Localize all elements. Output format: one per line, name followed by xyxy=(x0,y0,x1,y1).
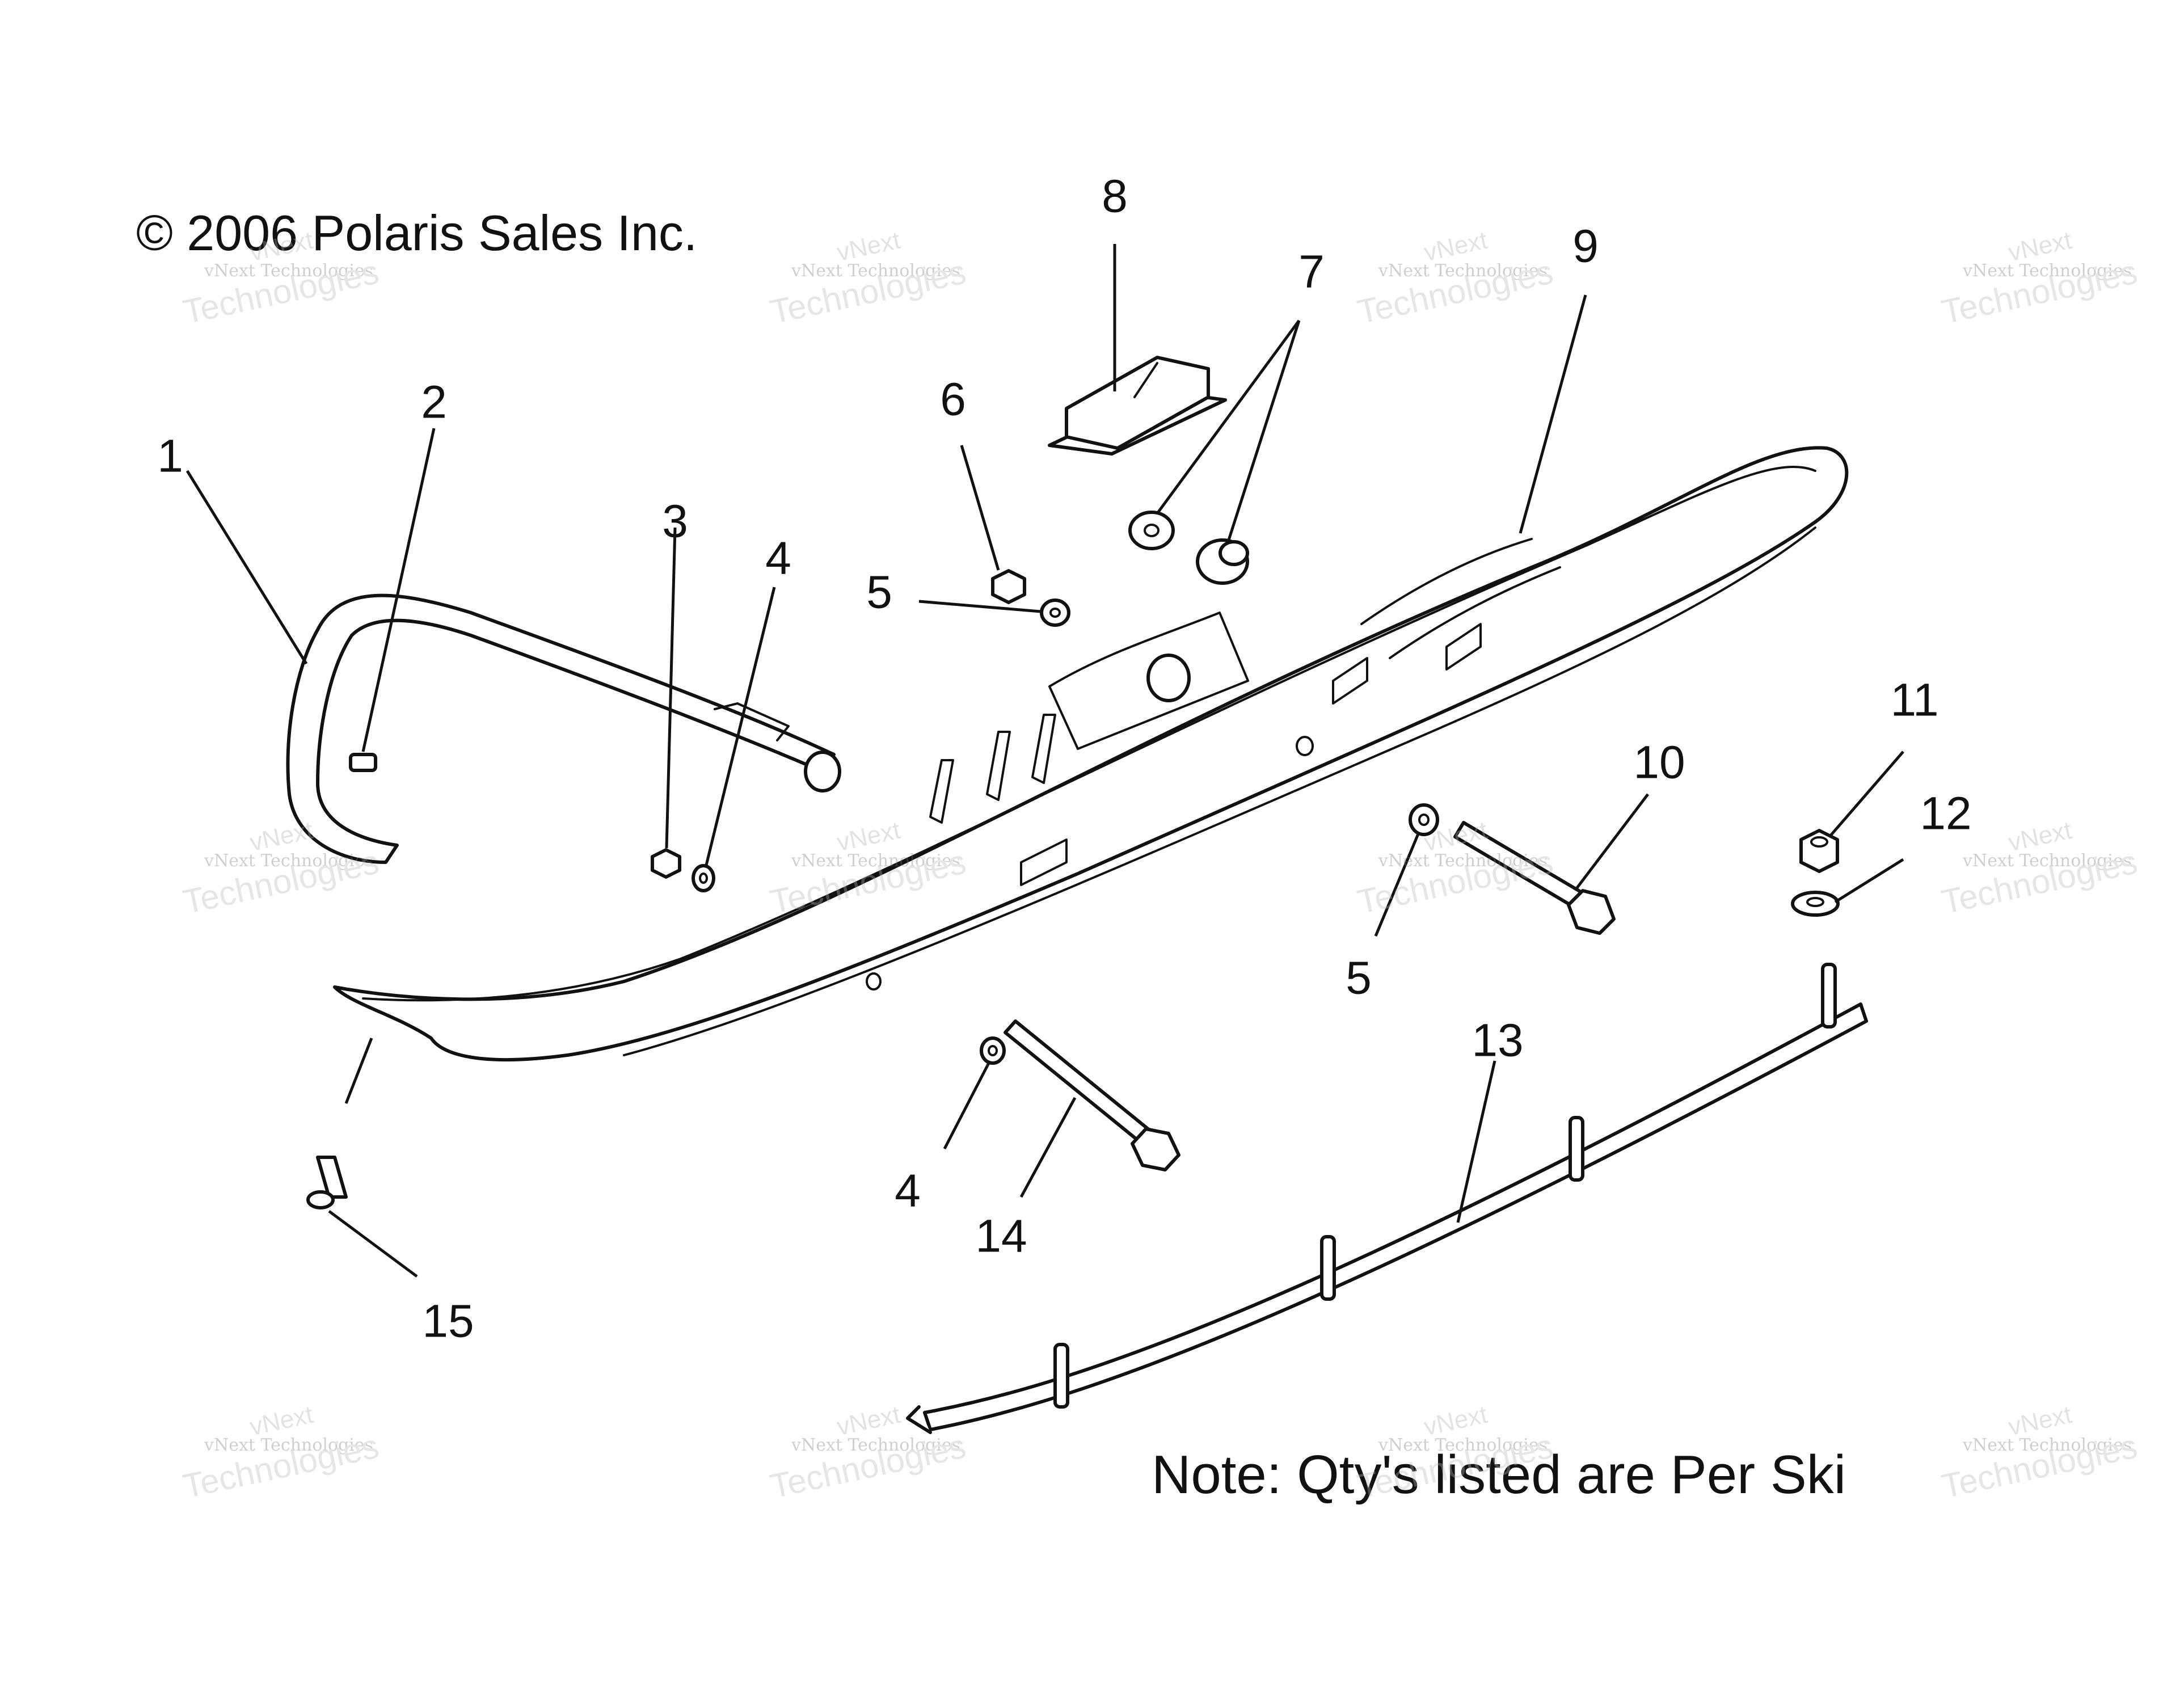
callout-4-lower: 4 xyxy=(895,1165,921,1217)
callout-12: 12 xyxy=(1920,788,1971,840)
leader-15-upper xyxy=(344,1038,373,1104)
callout-14: 14 xyxy=(975,1211,1027,1262)
bolt-14-part xyxy=(1004,1019,1180,1171)
washer-5-lower-part xyxy=(1409,803,1439,836)
callout-9: 9 xyxy=(1572,221,1599,272)
leader-4b xyxy=(943,1060,992,1150)
callout-4-upper: 4 xyxy=(765,533,791,584)
washer-4-upper-part xyxy=(692,864,715,892)
nut-6-part xyxy=(991,569,1026,604)
bushing-7a-part xyxy=(1128,511,1175,550)
quantity-note: Note: Qty's listed are Per Ski xyxy=(1152,1444,1846,1505)
washer-4-lower-part xyxy=(980,1036,1006,1065)
washer-12-part xyxy=(1791,891,1840,917)
callout-5-upper: 5 xyxy=(866,567,892,618)
leader-4a xyxy=(705,587,776,866)
ski-handle-part xyxy=(286,593,841,864)
fastener-2-part xyxy=(349,753,377,772)
wear-pad-8-part xyxy=(1048,356,1227,456)
callout-1: 1 xyxy=(157,431,183,482)
callout-5-lower: 5 xyxy=(1346,952,1372,1004)
leader-5b xyxy=(1374,833,1420,937)
leader-12 xyxy=(1834,858,1904,904)
callout-10: 10 xyxy=(1633,737,1685,789)
callout-13: 13 xyxy=(1472,1015,1523,1067)
leader-5a xyxy=(918,600,1042,613)
copyright-text: © 2006 Polaris Sales Inc. xyxy=(136,205,698,261)
leader-7b xyxy=(1226,320,1301,542)
callout-6: 6 xyxy=(940,374,966,425)
leader-2 xyxy=(361,428,436,752)
leader-1 xyxy=(185,470,308,665)
bushing-7b-part xyxy=(1196,538,1249,585)
callout-11: 11 xyxy=(1890,675,1938,726)
leader-10 xyxy=(1576,793,1649,889)
callout-2: 2 xyxy=(421,377,447,428)
pin-15-part xyxy=(306,1156,348,1209)
washer-5-upper-part xyxy=(1040,598,1070,627)
ski-body-part xyxy=(333,446,1849,1062)
leader-14 xyxy=(1019,1097,1077,1198)
callout-3: 3 xyxy=(662,496,688,547)
callout-15: 15 xyxy=(422,1296,474,1347)
nut-3-part xyxy=(651,848,681,879)
runner-13-part xyxy=(906,963,1868,1434)
nut-11-part xyxy=(1799,829,1839,873)
bolt-10-part xyxy=(1453,821,1616,935)
leader-9 xyxy=(1519,294,1587,534)
leader-7a xyxy=(1156,319,1301,515)
leader-3 xyxy=(665,527,677,849)
leader-15 xyxy=(328,1209,418,1278)
leader-6 xyxy=(960,445,1000,571)
callout-8: 8 xyxy=(1102,171,1128,222)
leader-13 xyxy=(1456,1060,1496,1223)
leader-11 xyxy=(1828,751,1904,838)
callout-7: 7 xyxy=(1298,246,1325,298)
